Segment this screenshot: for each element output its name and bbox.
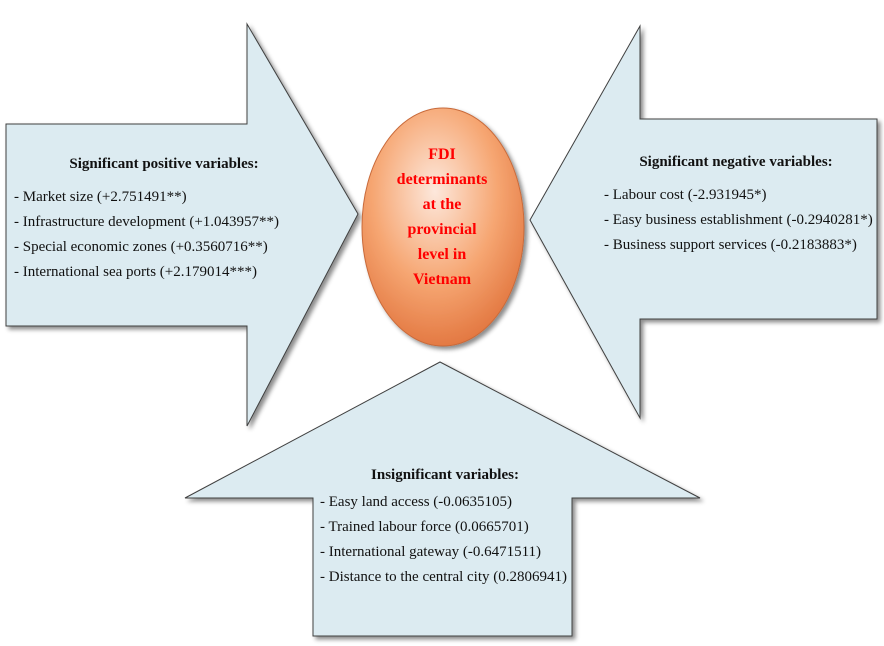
center-ellipse [361, 107, 525, 347]
center-line: level in [417, 246, 467, 263]
positive-item: - Special economic zones (+0.3560716**) [14, 239, 268, 255]
positive-arrow [5, 22, 359, 427]
center-line: Vietnam [412, 271, 472, 288]
insignificant-box: Insignificant variables: - Easy land acc… [320, 467, 570, 590]
insignificant-item: - Easy land access (-0.0635105) [320, 494, 513, 510]
negative-box: Significant negative variables: - Labour… [604, 154, 873, 258]
negative-item: - Easy business establishment (-0.294028… [604, 212, 873, 228]
center-line: FDI [428, 146, 456, 163]
center-line: provincial [407, 221, 477, 238]
positive-item: - International sea ports (+2.179014***) [14, 264, 257, 280]
insignificant-item: - International gateway (-0.6471511) [320, 544, 542, 560]
insignificant-title: Insignificant variables: [371, 467, 519, 483]
insignificant-item: - Trained labour force (0.0665701) [320, 519, 529, 535]
positive-title: Significant positive variables: [69, 156, 259, 172]
center-line: at the [422, 196, 462, 213]
negative-item: - Business support services (-0.2183883*… [604, 237, 857, 253]
center-line: determinants [396, 171, 488, 188]
positive-item: - Infrastructure development (+1.043957*… [14, 214, 280, 230]
negative-item: - Labour cost (-2.931945*) [604, 187, 767, 203]
negative-title: Significant negative variables: [639, 154, 833, 170]
positive-box: Significant positive variables: - Market… [14, 156, 314, 285]
insignificant-item: - Distance to the central city (0.280694… [320, 569, 568, 585]
negative-arrow [529, 24, 878, 420]
insignificant-arrow [184, 361, 701, 637]
positive-item: - Market size (+2.751491**) [14, 189, 187, 205]
center-label: FDI determinants at the provincial level… [364, 142, 520, 292]
